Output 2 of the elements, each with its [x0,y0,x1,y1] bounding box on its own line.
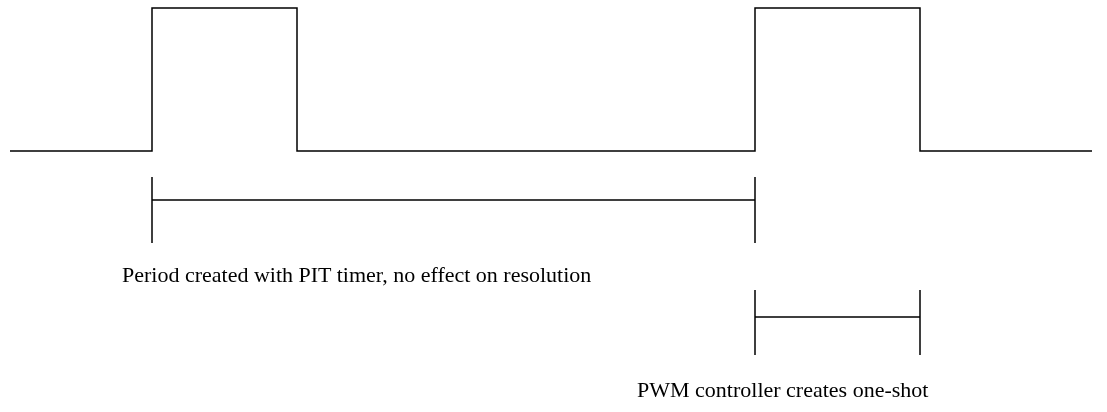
dimension-label: Period created with PIT timer, no effect on resolution [122,262,592,288]
dimension-label: PWM controller creates one-shot [637,377,929,403]
